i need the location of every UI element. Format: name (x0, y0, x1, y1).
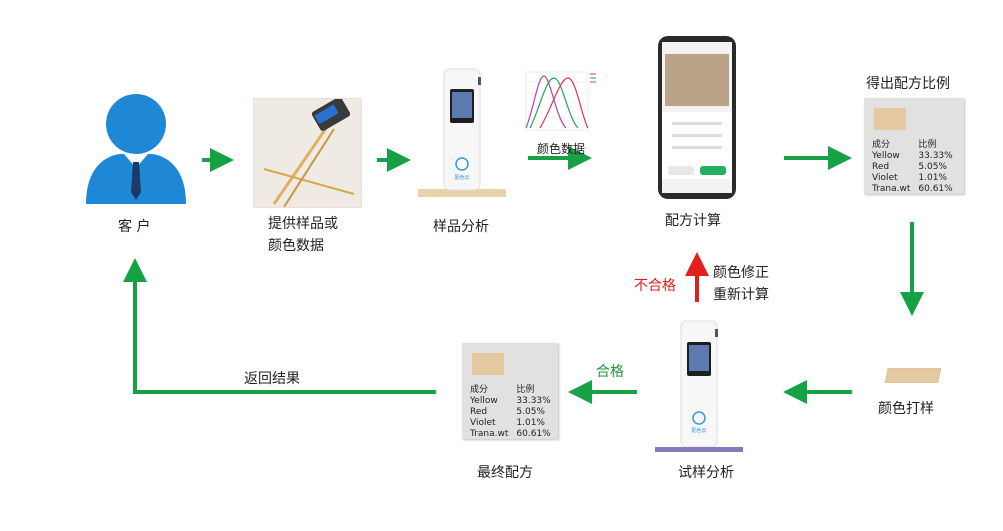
formula-calc-label: 配方计算 (665, 210, 721, 230)
cell-component: Violet (872, 173, 918, 184)
final-formula-label: 最终配方 (477, 462, 533, 482)
cell-component: Yellow (470, 396, 516, 407)
cell-ratio: 5.05% (516, 407, 558, 418)
cell-ratio: 60.61% (516, 429, 558, 440)
col-header-ratio: 比例 (516, 385, 558, 396)
svg-text:配色云: 配色云 (454, 174, 469, 181)
color-swatch (874, 108, 906, 130)
trial-analysis-label: 试样分析 (678, 462, 734, 482)
formula-table: 成分 比例 Yellow 33.33% Red 5.05% Violet 1.0… (470, 385, 559, 440)
cell-component: Red (872, 162, 918, 173)
customer-icon (86, 94, 186, 204)
cell-ratio: 5.05% (918, 162, 960, 173)
proof-sample-strip (885, 368, 941, 383)
table-row: Red 5.05% (872, 162, 961, 173)
table-row: Yellow 33.33% (470, 396, 559, 407)
cell-ratio: 60.61% (918, 184, 960, 195)
table-row: Red 5.05% (470, 407, 559, 418)
table-row: Violet 1.01% (470, 418, 559, 429)
col-header-ratio: 比例 (918, 140, 960, 151)
unqualified-label: 不合格 (634, 275, 676, 295)
spectrometer-device: 配色云 (418, 67, 506, 197)
cell-component: Trana.wt (872, 184, 918, 195)
recalc-line2: 重新计算 (713, 284, 769, 306)
provide-label-line1: 提供样品或 (268, 213, 338, 235)
recalc-line1: 颜色修正 (713, 262, 769, 284)
cell-ratio: 1.01% (918, 173, 960, 184)
table-row: Trana.wt 60.61% (470, 429, 559, 440)
recalc-label: 颜色修正 重新计算 (713, 262, 769, 306)
formula-phone (658, 36, 736, 199)
sample-analysis-label: 样品分析 (433, 216, 489, 236)
table-row: Trana.wt 60.61% (872, 184, 961, 195)
cell-component: Red (470, 407, 516, 418)
phone-screen (662, 42, 732, 193)
svg-text:配色云: 配色云 (691, 427, 706, 434)
cell-component: Trana.wt (470, 429, 516, 440)
provide-label: 提供样品或 颜色数据 (268, 213, 338, 257)
table-row: Yellow 33.33% (872, 151, 961, 162)
sample-photo (253, 98, 362, 208)
color-data-label: 颜色数据 (537, 140, 585, 157)
qualified-label: 合格 (596, 361, 624, 381)
color-proof-label: 颜色打样 (878, 398, 934, 418)
color-swatch (472, 353, 504, 375)
table-row: Violet 1.01% (872, 173, 961, 184)
customer-label: 客 户 (118, 216, 150, 236)
col-header-component: 成分 (470, 385, 516, 396)
cell-ratio: 1.01% (516, 418, 558, 429)
cell-component: Violet (470, 418, 516, 429)
cell-component: Yellow (872, 151, 918, 162)
col-header-component: 成分 (872, 140, 918, 151)
spectrum-chart (516, 68, 600, 136)
trial-spectrometer-device: 配色云 (655, 318, 743, 454)
provide-label-line2: 颜色数据 (268, 235, 338, 257)
formula-card-top: 成分 比例 Yellow 33.33% Red 5.05% Violet 1.0… (864, 98, 964, 194)
cell-ratio: 33.33% (918, 151, 960, 162)
get-ratio-label: 得出配方比例 (866, 73, 950, 93)
formula-card-final: 成分 比例 Yellow 33.33% Red 5.05% Violet 1.0… (462, 343, 558, 439)
return-result-label: 返回结果 (244, 368, 300, 388)
formula-table: 成分 比例 Yellow 33.33% Red 5.05% Violet 1.0… (872, 140, 961, 195)
cell-ratio: 33.33% (516, 396, 558, 407)
